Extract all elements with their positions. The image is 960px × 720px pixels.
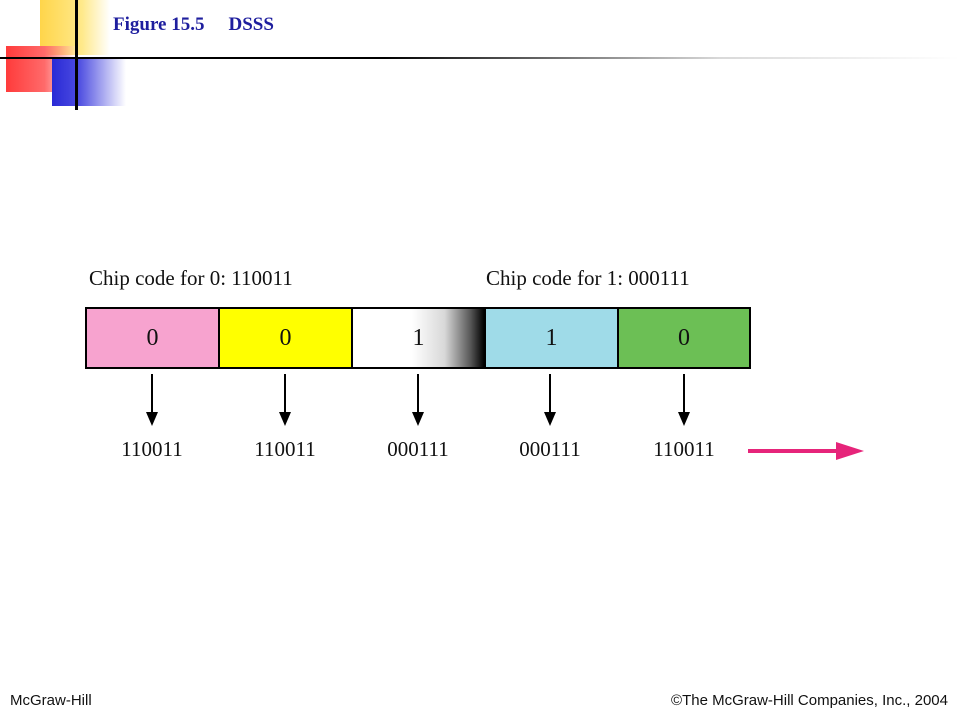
data-bit-box-2: 0 [218, 307, 353, 369]
down-arrow-icon [544, 412, 556, 426]
data-bit-value: 0 [146, 324, 159, 351]
decorative-horizontal-line [0, 57, 960, 59]
footer-publisher: McGraw-Hill [10, 692, 92, 709]
decorative-vertical-line [75, 0, 78, 110]
chip-code-1-label: Chip code for 1: 000111 [486, 266, 690, 290]
chip-sequence-5: 110011 [653, 437, 715, 461]
down-arrow-shaft-1 [151, 374, 153, 414]
data-bit-value: 0 [678, 324, 690, 351]
down-arrow-icon [412, 412, 424, 426]
down-arrow-shaft-4 [549, 374, 551, 414]
down-arrow-shaft-2 [284, 374, 286, 414]
data-bit-box-3: 1 [351, 307, 486, 369]
down-arrow-shaft-3 [417, 374, 419, 414]
data-bit-value: 1 [545, 324, 558, 351]
chip-code-0-label: Chip code for 0: 110011 [89, 266, 293, 290]
figure-label: Figure 15.5 [113, 14, 205, 35]
figure-title: DSSS [228, 14, 274, 35]
down-arrow-icon [678, 412, 690, 426]
footer-copyright: ©The McGraw-Hill Companies, Inc., 2004 [671, 692, 948, 709]
down-arrow-icon [279, 412, 291, 426]
time-direction-arrow-icon [748, 442, 864, 460]
chip-sequence-2: 110011 [254, 437, 316, 461]
data-bit-box-4: 1 [484, 307, 619, 369]
data-bit-box-5: 0 [617, 307, 751, 369]
chip-sequence-4: 000111 [519, 437, 581, 461]
page-title: Figure 15.5 DSSS [113, 14, 274, 36]
data-bit-box-1: 0 [85, 307, 220, 369]
down-arrow-icon [146, 412, 158, 426]
down-arrow-shaft-5 [683, 374, 685, 414]
chip-sequence-3: 000111 [387, 437, 449, 461]
data-bit-value: 1 [412, 324, 425, 351]
data-bit-value: 0 [279, 324, 292, 351]
decorative-blue-block [52, 58, 126, 106]
chip-sequence-1: 110011 [121, 437, 183, 461]
